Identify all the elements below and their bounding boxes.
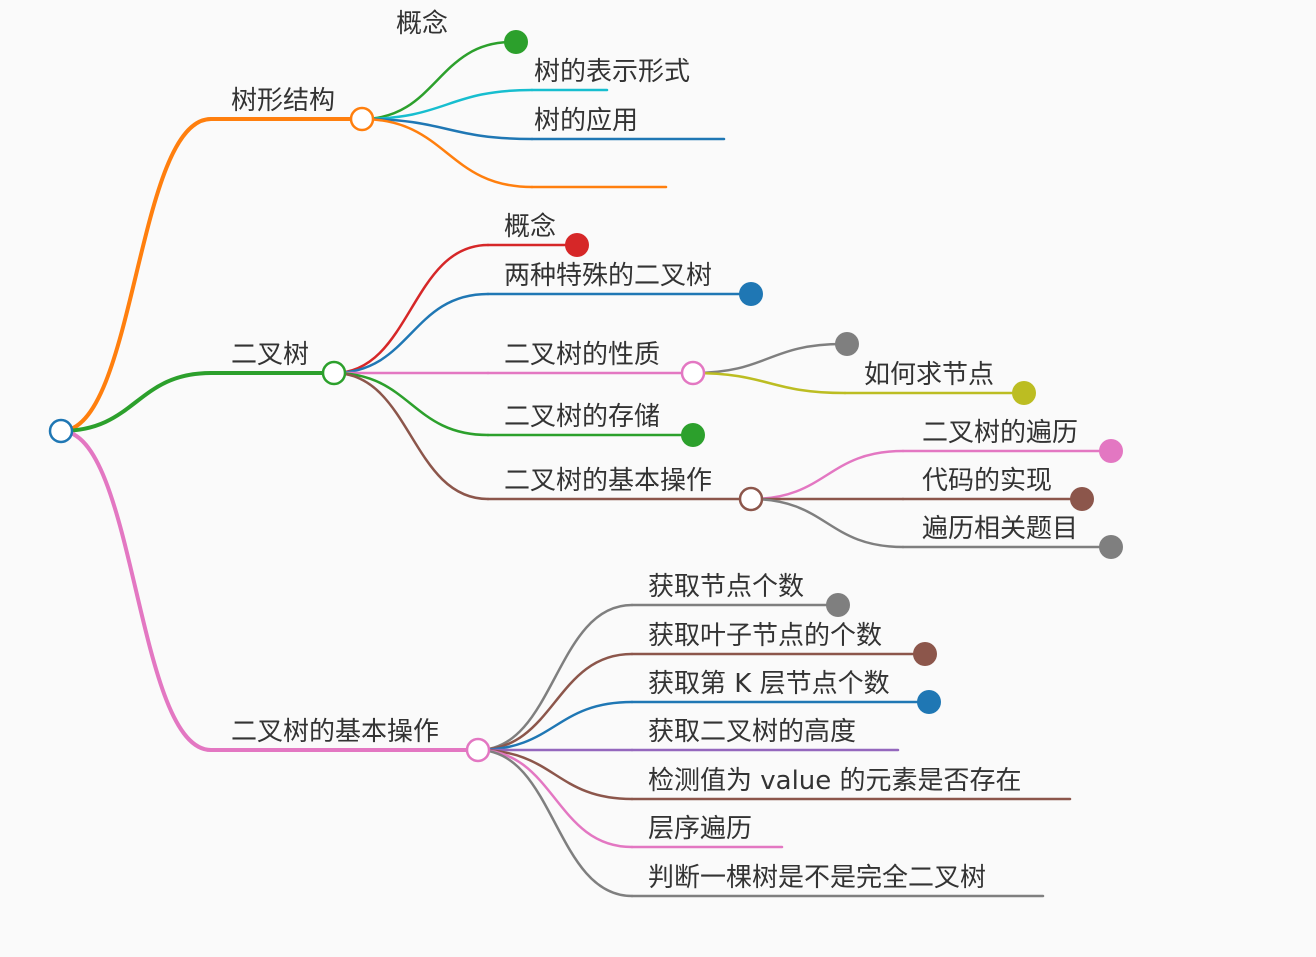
node-collapsed-count-leaf-nodes[interactable] <box>913 642 937 666</box>
link-concept-2 <box>332 243 490 375</box>
label-how-to-count-nodes: 如何求节点 <box>864 360 994 390</box>
link-level-order <box>476 748 634 849</box>
label-special-binary-trees: 两种特殊的二叉树 <box>504 261 712 291</box>
labels-layer: 树形结构概念树的表示形式树的应用二叉树概念两种特殊的二叉树二叉树的性质如何求节点… <box>231 9 1078 893</box>
link-binary-tree <box>59 371 213 433</box>
node-collapsed-code-implementation[interactable] <box>1070 487 1094 511</box>
link-count-nodes <box>476 603 634 752</box>
link-tree-representation <box>360 88 534 121</box>
label-concept-2: 概念 <box>504 212 556 242</box>
link-is-complete <box>476 748 634 898</box>
label-binary-tree-properties: 二叉树的性质 <box>504 340 660 370</box>
node-toggle-tree-structure[interactable] <box>349 106 375 132</box>
node-collapsed-binary-tree-storage[interactable] <box>681 423 705 447</box>
link-property-blank <box>691 342 845 375</box>
node-collapsed-count-nodes[interactable] <box>826 593 850 617</box>
link-count-k-level-nodes <box>476 700 634 752</box>
link-concept-1 <box>360 40 514 121</box>
label-tree-applications: 树的应用 <box>534 106 638 136</box>
node-toggle-binary-tree-operations[interactable] <box>465 737 491 763</box>
link-how-to-count-nodes <box>691 371 847 395</box>
node-toggle-binary-tree[interactable] <box>321 360 347 386</box>
label-tree-height: 获取二叉树的高度 <box>648 717 856 747</box>
link-binary-tree-storage <box>332 371 490 437</box>
link-count-leaf-nodes <box>476 652 634 752</box>
label-tree-representation: 树的表示形式 <box>534 57 690 87</box>
label-is-complete: 判断一棵树是不是完全二叉树 <box>648 863 986 893</box>
label-tree-structure: 树形结构 <box>231 86 335 116</box>
label-count-k-level-nodes: 获取第 K 层节点个数 <box>648 669 890 699</box>
link-tree-applications-2 <box>360 117 534 189</box>
node-toggle-binary-tree-properties[interactable] <box>680 360 706 386</box>
node-toggle-binary-tree-basic-ops[interactable] <box>738 486 764 512</box>
link-special-binary-trees <box>332 292 490 375</box>
node-collapsed-concept-1[interactable] <box>504 30 528 54</box>
label-count-nodes: 获取节点个数 <box>648 572 804 602</box>
label-binary-tree-basic-ops: 二叉树的基本操作 <box>504 466 712 496</box>
node-collapsed-property-blank[interactable] <box>835 332 859 356</box>
label-count-leaf-nodes: 获取叶子节点的个数 <box>648 621 882 651</box>
link-tree-applications <box>360 117 534 141</box>
node-collapsed-count-k-level-nodes[interactable] <box>917 690 941 714</box>
node-collapsed-traversal[interactable] <box>1099 439 1123 463</box>
link-find-value <box>476 748 634 801</box>
link-traversal-problems <box>749 497 905 549</box>
link-binary-tree-basic-ops <box>332 371 490 501</box>
node-collapsed-traversal-problems[interactable] <box>1099 535 1123 559</box>
node-collapsed-how-to-count-nodes[interactable] <box>1012 381 1036 405</box>
root-node-toggle[interactable] <box>48 418 74 444</box>
label-concept-1: 概念 <box>396 9 448 39</box>
links-layer <box>59 40 1113 898</box>
node-collapsed-special-binary-trees[interactable] <box>739 282 763 306</box>
label-code-implementation: 代码的实现 <box>922 466 1052 496</box>
nodes-layer <box>48 30 1123 763</box>
label-binary-tree-storage: 二叉树的存储 <box>504 402 660 432</box>
link-tree-structure <box>59 117 213 433</box>
link-binary-tree-operations <box>59 429 213 752</box>
label-find-value: 检测值为 value 的元素是否存在 <box>648 766 1022 796</box>
label-traversal: 二叉树的遍历 <box>922 418 1078 448</box>
label-level-order: 层序遍历 <box>648 814 752 844</box>
label-binary-tree: 二叉树 <box>231 340 309 370</box>
node-collapsed-concept-2[interactable] <box>565 233 589 257</box>
label-binary-tree-operations: 二叉树的基本操作 <box>231 717 439 747</box>
link-traversal <box>749 449 905 501</box>
label-traversal-problems: 遍历相关题目 <box>922 514 1078 544</box>
